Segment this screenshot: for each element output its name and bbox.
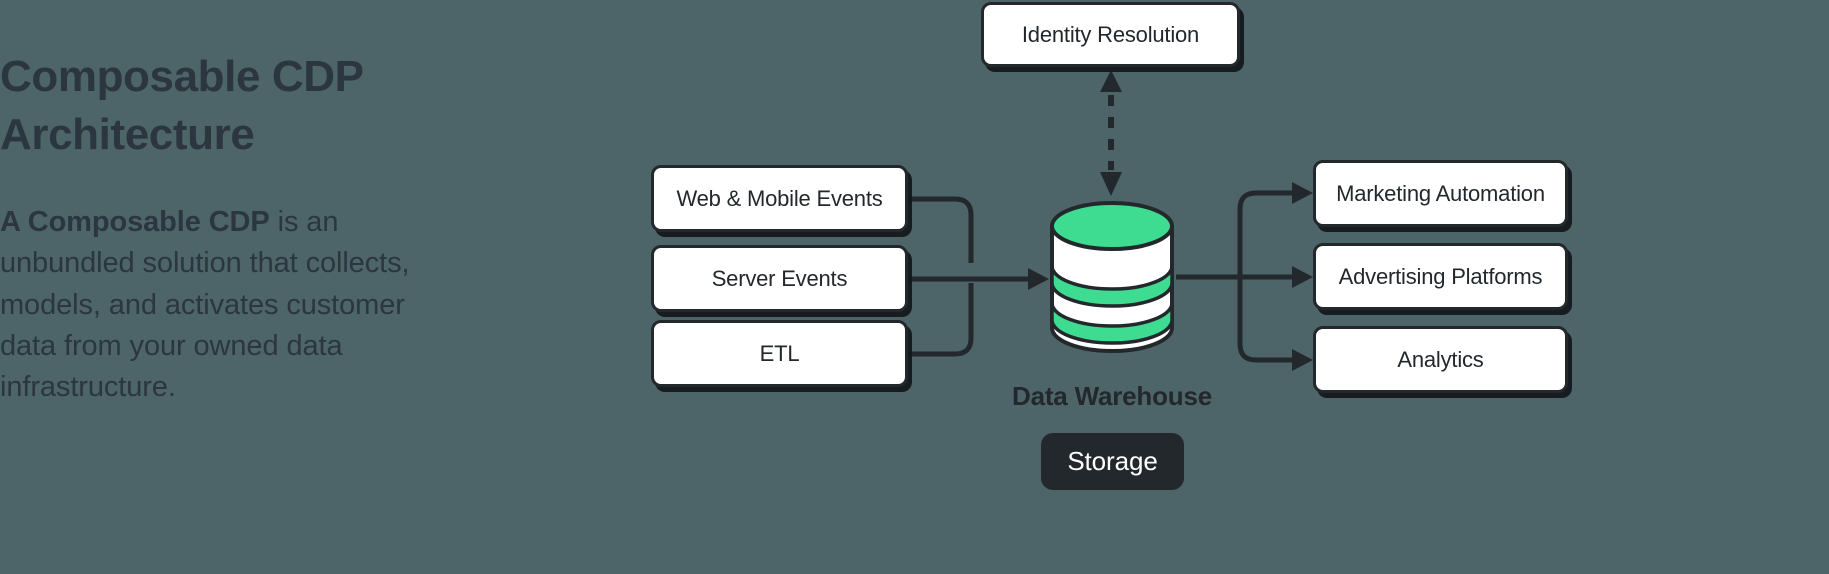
node-server-events-label: Server Events (711, 265, 848, 291)
node-identity-resolution-label: Identity Resolution (1021, 21, 1200, 47)
arrowhead-into-warehouse (1028, 268, 1049, 290)
arrowhead-into-analytics (1292, 349, 1313, 371)
node-marketing-automation[interactable]: Marketing Automation (1313, 160, 1568, 227)
node-analytics-label: Analytics (1397, 346, 1484, 372)
page-title: Composable CDP Architecture (0, 52, 363, 160)
storage-badge-label: Storage (1067, 446, 1158, 476)
wire-web-to-bus (908, 196, 974, 263)
intro-paragraph: A Composable CDP is an unbundled solutio… (0, 202, 430, 408)
node-web-mobile-events[interactable]: Web & Mobile Events (651, 165, 908, 232)
storage-badge[interactable]: Storage (1041, 433, 1184, 490)
intro-paragraph-lead: A Composable CDP (0, 206, 270, 239)
wire-etl-to-bus (908, 283, 974, 357)
node-analytics[interactable]: Analytics (1313, 326, 1568, 393)
data-warehouse-label: Data Warehouse (1012, 381, 1212, 411)
wire-bus-to-marketing (1237, 190, 1294, 277)
database-cylinder-icon (1050, 201, 1174, 353)
node-marketing-automation-label: Marketing Automation (1336, 180, 1545, 206)
arrowhead-up-to-identity (1100, 70, 1122, 92)
arrowhead-into-advertising (1292, 266, 1313, 288)
arrowhead-into-marketing (1292, 182, 1313, 204)
intro-paragraph-rest: is an unbundled solution that collects, … (0, 206, 410, 403)
node-identity-resolution[interactable]: Identity Resolution (981, 2, 1240, 67)
node-etl-label: ETL (759, 340, 800, 366)
wire-bus-to-analytics (1237, 277, 1294, 363)
intro-text-block: Composable CDP Architecture A Composable… (0, 48, 430, 408)
node-etl[interactable]: ETL (651, 320, 908, 387)
arrowhead-down-to-warehouse (1100, 172, 1122, 196)
data-warehouse-group[interactable] (1048, 201, 1176, 353)
node-server-events[interactable]: Server Events (651, 245, 908, 312)
node-advertising-platforms-label: Advertising Platforms (1338, 263, 1543, 289)
node-advertising-platforms[interactable]: Advertising Platforms (1313, 243, 1568, 310)
node-web-mobile-events-label: Web & Mobile Events (676, 185, 883, 211)
